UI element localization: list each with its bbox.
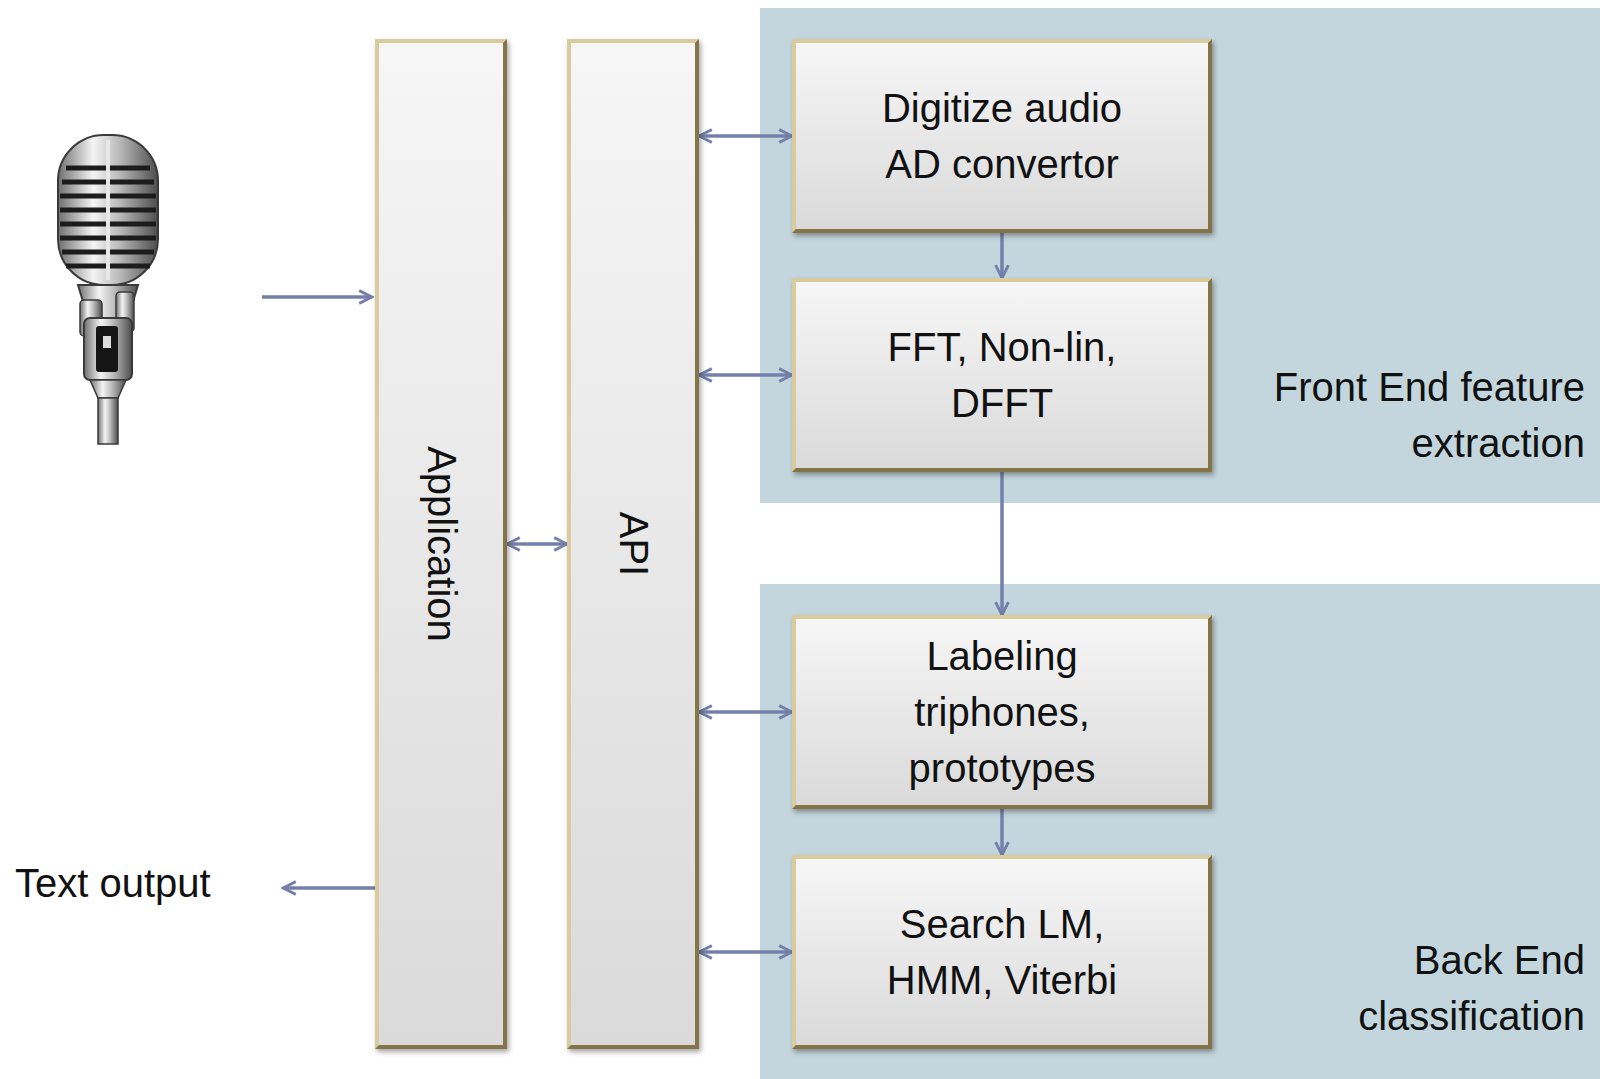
microphone [58, 135, 158, 444]
process-box: Search LM, HMM, Viterbi [792, 855, 1212, 1049]
band-fill [760, 584, 1600, 1079]
connector-arrow [507, 542, 567, 546]
audio-input-arrow [262, 295, 372, 299]
process-box: Digitize audio AD convertor [792, 39, 1212, 233]
back-end-band: Back End classification Labeling triphone… [760, 584, 1600, 1079]
connector-arrow [1000, 809, 1004, 855]
box-label: Search LM, HMM, Viterbi [842, 896, 1162, 1008]
band-fill [760, 8, 1600, 503]
box-label: FFT, Non-lin, DFFT [852, 319, 1152, 431]
band-label: Back End classification [1245, 932, 1585, 1044]
box-label: Labeling triphones, prototypes [852, 628, 1152, 796]
bar-label: Application [419, 446, 464, 642]
front-end-band: Front End feature extraction Digitize aud… [760, 8, 1600, 503]
api-bar: API [567, 39, 699, 1049]
connector-arrow [699, 373, 792, 377]
connector-arrow [699, 134, 792, 138]
process-box: Labeling triphones, prototypes [792, 615, 1212, 809]
application-bar: Application [375, 39, 507, 1049]
text-output-arrow [283, 886, 375, 890]
connector-arrow [1000, 472, 1004, 615]
connector-arrow [1000, 233, 1004, 278]
connector-arrow [699, 710, 792, 714]
connector-arrow [699, 950, 792, 954]
bar-label: API [611, 512, 656, 576]
process-box: FFT, Non-lin, DFFT [792, 278, 1212, 472]
box-label: Digitize audio AD convertor [852, 80, 1152, 192]
output-label: Text output [15, 861, 211, 906]
band-label: Front End feature extraction [1245, 359, 1585, 471]
